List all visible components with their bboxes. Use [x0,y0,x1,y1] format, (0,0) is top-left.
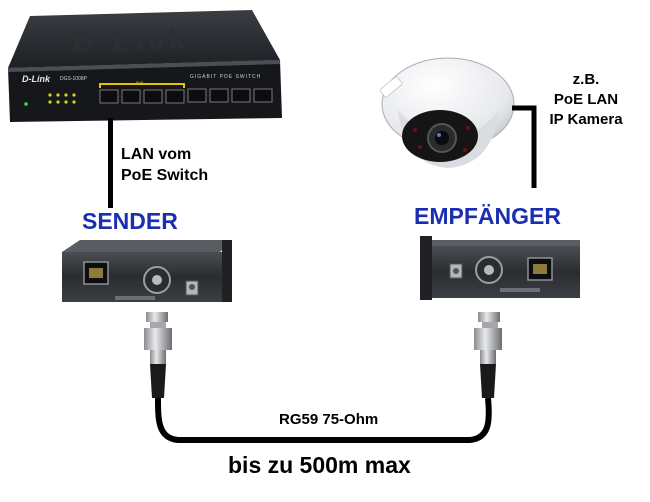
receiver-label: EMPFÄNGER [414,203,561,229]
poe-switch [8,10,282,122]
switch-product-line: GIGABIT POE SWITCH [190,74,262,80]
camera-label-line1: z.B. [572,71,600,88]
camera-label-line3: IP Kamera [549,111,623,128]
camera-label-line2: PoE LAN [553,91,619,108]
switch-brand-emboss: D-Link [71,22,190,59]
ip-dome-camera [379,57,515,168]
bnc-connector-left [144,312,172,398]
lan-cable-switch [108,118,113,208]
sender-device [62,240,232,302]
coax-cable [155,397,492,443]
lan-label-line2: PoE Switch [121,167,209,184]
lan-label-line1: LAN vom [121,146,192,163]
switch-ports [99,88,273,104]
lan-cable-camera [512,105,537,188]
distance-label: bis zu 500m max [228,452,411,478]
switch-leds [24,93,76,106]
switch-model: DGS-1008P [60,76,87,82]
switch-poe-label: PoE [136,80,144,85]
bnc-connector-right [474,312,502,398]
switch-brand: D-Link [22,74,50,84]
cable-type-label: RG59 75-Ohm [279,411,379,428]
receiver-device [420,236,580,300]
sender-label: SENDER [82,208,178,234]
